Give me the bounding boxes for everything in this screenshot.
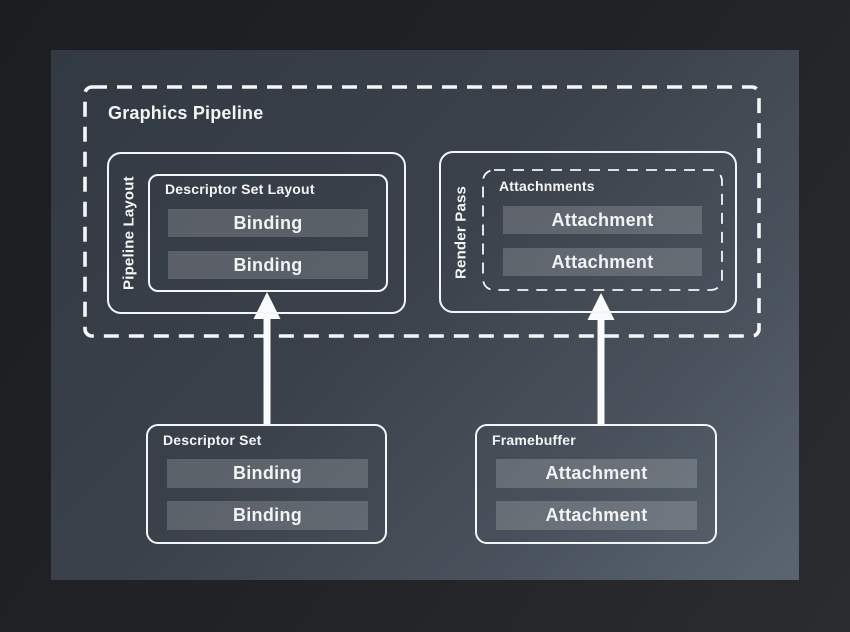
attachments-dashed-border <box>482 169 723 291</box>
pipeline-layout-box <box>107 152 406 314</box>
framebuffer-box <box>475 424 717 544</box>
graphics-pipeline-dashed-border <box>83 85 761 338</box>
arrow-descriptor-set-to-layout <box>253 292 281 425</box>
render-pass-box <box>439 151 737 313</box>
binding-bar: Binding <box>168 251 368 279</box>
attachment-bar: Attachment <box>496 459 697 488</box>
framebuffer-label: Framebuffer <box>492 432 576 448</box>
descriptor-set-label: Descriptor Set <box>163 432 262 448</box>
attachment-bar: Attachment <box>496 501 697 530</box>
arrow-framebuffer-to-render-pass <box>587 293 615 425</box>
attachment-bar: Attachment <box>503 206 702 234</box>
descriptor-set-box <box>146 424 387 544</box>
attachment-bar: Attachment <box>503 248 702 276</box>
binding-bar: Binding <box>167 501 368 530</box>
pipeline-layout-label: Pipeline Layout <box>120 176 138 290</box>
descriptor-set-layout-box <box>148 174 388 292</box>
render-pass-label: Render Pass <box>452 185 470 279</box>
descriptor-set-layout-label: Descriptor Set Layout <box>165 181 315 197</box>
attachments-group-label: Attachnments <box>499 178 595 194</box>
graphics-pipeline-title: Graphics Pipeline <box>108 103 264 123</box>
diagram-panel <box>51 50 799 580</box>
binding-bar: Binding <box>168 209 368 237</box>
binding-bar: Binding <box>167 459 368 488</box>
